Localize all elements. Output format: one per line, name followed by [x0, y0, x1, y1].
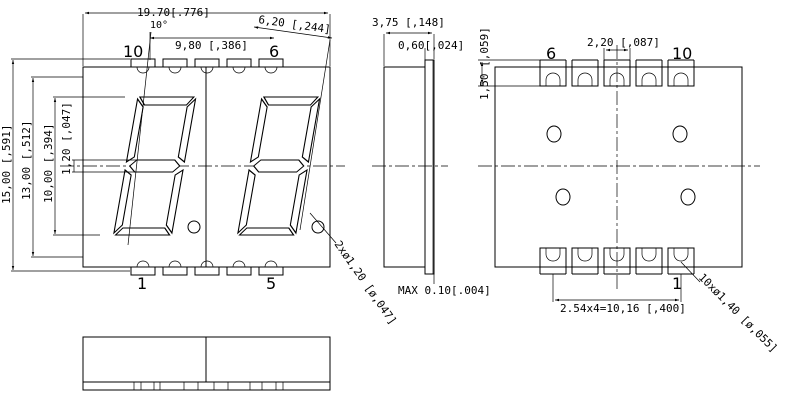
seg-c [289, 168, 308, 235]
dim-pad-width: 2,20 [,087] [587, 36, 660, 49]
pin-label-6: 6 [269, 42, 279, 61]
dim-height-total: 15,00 [,591] [0, 125, 13, 204]
dim-seg-width: 1,20 [,047] [60, 102, 73, 175]
dim-depth: 3,75 [,148] [372, 16, 445, 29]
slant-line-right [299, 39, 331, 231]
bottom-flange [82, 381, 331, 391]
back-hole-1 [546, 125, 562, 143]
offset-dim-line [253, 26, 333, 39]
seg-e [237, 168, 256, 235]
back-view: 2,20 [,087] 1,50 [,059] 2.54x4=10,16 [,4… [478, 27, 780, 355]
dim-max: MAX 0.10[.004] [398, 284, 491, 297]
seg-a [138, 96, 196, 106]
seg-b [301, 97, 321, 164]
back-hole-4 [680, 188, 696, 206]
seg-f [125, 97, 144, 164]
pad-hole-leader [680, 261, 701, 283]
side-view: 3,75 [,148] 0,60[,024] MAX 0.10[.004] [372, 16, 491, 297]
hole-leader [309, 212, 337, 244]
dim-width: 19.70[.776] [137, 6, 210, 19]
back-pin-label-6: 6 [546, 44, 556, 63]
dim-slant-angle: 10° [150, 20, 168, 31]
side-flange [424, 59, 435, 275]
seg-c [165, 168, 184, 235]
back-pin-label-10: 10 [672, 44, 692, 63]
seg-b [177, 97, 197, 164]
back-hole-3 [555, 188, 571, 206]
back-body-outline [494, 66, 743, 268]
dim-pad-height: 1,50 [,059] [478, 27, 491, 100]
pin-label-1: 1 [137, 274, 147, 293]
back-pin-label-1: 1 [672, 274, 682, 293]
side-body [383, 66, 426, 268]
dim-digit-height: 10,00 [,394] [42, 124, 55, 203]
bottom-pin-marks [133, 382, 284, 390]
front-top-pins [130, 58, 284, 74]
back-hole-2 [672, 125, 688, 143]
front-bottom-pins [130, 260, 284, 276]
front-view: 19.70[.776] 10° 9,80 [,386] 6,20 [,244] … [0, 6, 399, 327]
seg-d [238, 227, 295, 236]
dim-pad-hole: 10xø1,40 [ø,055] [696, 271, 780, 355]
seg-e [113, 168, 132, 235]
bottom-view [82, 336, 331, 391]
seg-f [249, 97, 268, 164]
dim-height-body: 13,00 [,512] [20, 121, 33, 200]
slant-line-left [127, 31, 152, 246]
dim-pad-pitch: 2.54x4=10,16 [,400] [560, 302, 686, 315]
seg-a [262, 96, 320, 106]
digit-2 [237, 96, 321, 236]
pin-label-5: 5 [266, 274, 276, 293]
dim-digit-pitch: 9,80 [,386] [175, 39, 248, 52]
decimal-point-1 [187, 220, 201, 234]
seg-g [252, 159, 305, 173]
dim-hole: 2xø1,20 [ø,047] [332, 238, 400, 327]
dim-flange: 0,60[,024] [398, 39, 464, 52]
seg-d [114, 227, 171, 236]
pin-label-10: 10 [123, 42, 143, 61]
decimal-point-2 [311, 220, 325, 234]
